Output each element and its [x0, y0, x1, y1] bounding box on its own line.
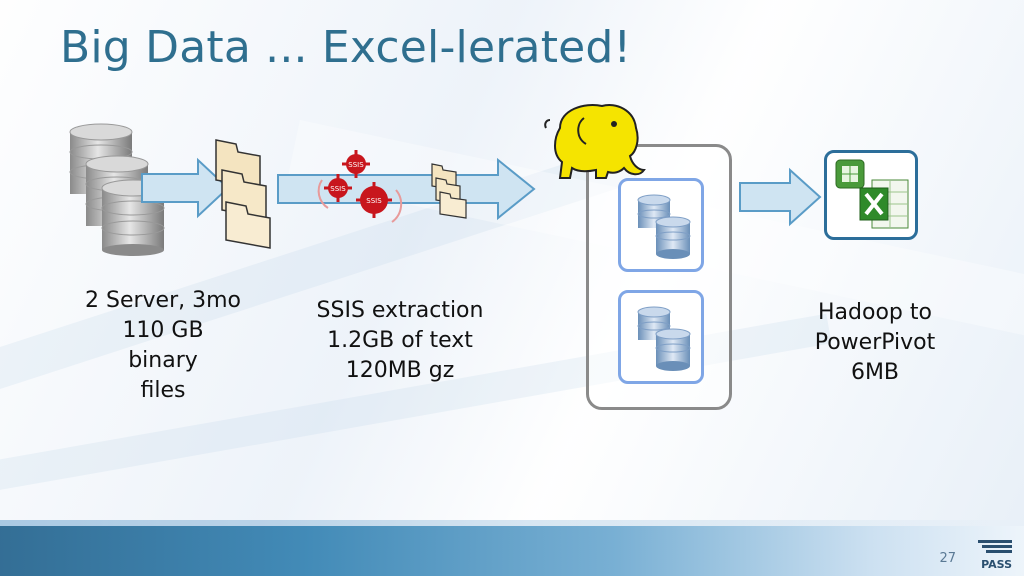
label-line: 2 Server, 3mo — [84, 288, 241, 313]
label-line: PowerPivot — [814, 330, 936, 355]
logo-text: PASS — [981, 558, 1012, 571]
folder-icon — [215, 139, 271, 249]
excel-icon — [859, 179, 909, 229]
label-line: 6MB — [850, 360, 900, 385]
flow-arrow — [277, 157, 536, 221]
database-icon — [69, 123, 165, 256]
folder-icon — [431, 163, 467, 219]
step-label-ssis: SSIS extraction 1.2GB of text 120MB gz — [300, 296, 500, 386]
flow-arrow — [739, 167, 822, 227]
label-line: binary — [128, 348, 198, 373]
slide-title: Big Data ... Excel-lerated! — [60, 22, 632, 73]
gear-label: SSIS — [348, 161, 364, 169]
powerpivot-icon — [835, 159, 865, 189]
ssis-gear-icon — [317, 150, 403, 223]
footer-band — [0, 526, 1024, 576]
page-number: 27 — [939, 551, 956, 566]
gear-label: SSIS — [366, 197, 382, 205]
step-label-hadoop: Hadoop to PowerPivot 6MB — [790, 298, 960, 388]
label-line: SSIS extraction — [316, 298, 484, 323]
gear-label: SSIS — [330, 185, 346, 193]
label-line: 1.2GB of text — [327, 328, 473, 353]
hadoop-elephant-icon — [544, 104, 646, 179]
node-database-icon — [637, 194, 691, 259]
label-line: files — [140, 378, 186, 403]
label-line: 110 GB — [122, 318, 204, 343]
label-line: Hadoop to — [818, 300, 932, 325]
ssis-gear-labels: SSIS SSIS SSIS — [330, 161, 382, 205]
footer-accent — [0, 520, 1024, 526]
flow-arrow — [141, 157, 230, 219]
label-line: 120MB gz — [345, 358, 455, 383]
step-label-source: 2 Server, 3mo 110 GB binary files — [78, 286, 248, 406]
node-database-icon — [637, 306, 691, 371]
pass-logo: PASS — [978, 540, 1012, 571]
